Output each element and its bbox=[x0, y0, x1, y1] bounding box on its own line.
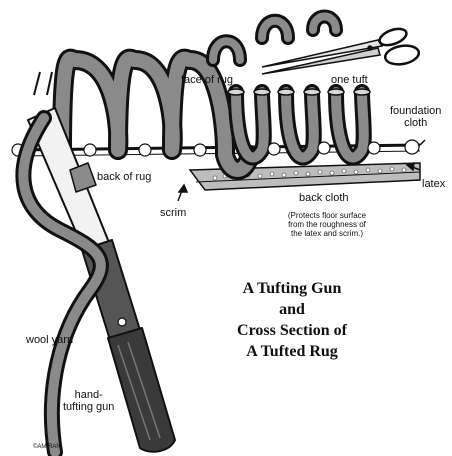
label-hand-tufting-gun: hand- tufting gun bbox=[63, 389, 114, 413]
label-foundation-cloth: foundation cloth bbox=[390, 105, 441, 129]
label-one-tuft: one tuft bbox=[331, 74, 368, 86]
cut-tufts bbox=[228, 89, 370, 158]
label-face-of-rug: face of rug bbox=[181, 74, 233, 86]
label-latex: latex bbox=[422, 178, 445, 190]
label-back-of-rug: back of rug bbox=[97, 171, 151, 183]
label-back-cloth: back cloth bbox=[299, 192, 349, 204]
title-line-3: Cross Section of bbox=[212, 320, 372, 341]
label-scrim: scrim bbox=[160, 207, 186, 219]
credit-text: ©AMIRAN bbox=[33, 444, 61, 450]
diagram-title: A Tufting Gun and Cross Section of A Tuf… bbox=[212, 278, 372, 362]
title-line-4: A Tufted Rug bbox=[212, 341, 372, 362]
title-line-1: A Tufting Gun bbox=[212, 278, 372, 299]
label-wool-yarn: wool yarn bbox=[26, 334, 73, 346]
back-cloth-note: (Protects floor surface from the roughne… bbox=[262, 211, 392, 238]
title-line-2: and bbox=[212, 299, 372, 320]
